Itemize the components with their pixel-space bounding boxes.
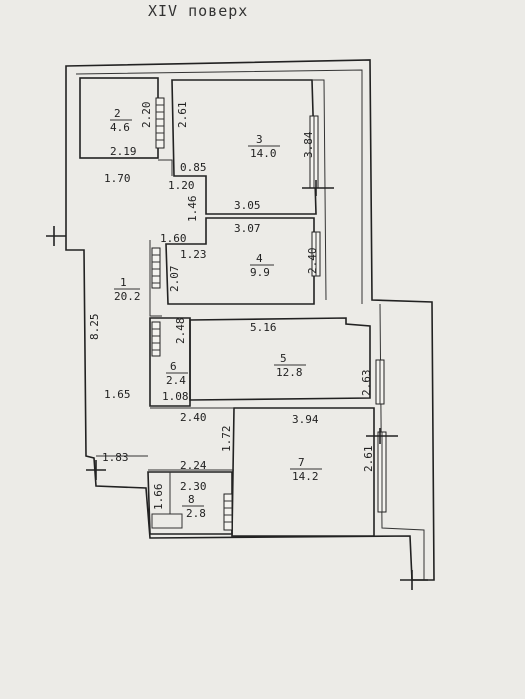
vent-duct-room-8 [223, 493, 233, 531]
axis-marker-room-3 [302, 180, 334, 196]
room-8-area: 2.8 [186, 507, 206, 520]
vent-duct-room-6 [151, 321, 161, 357]
dim-108: 1.08 [162, 390, 189, 403]
dim-170: 1.70 [104, 172, 131, 185]
outer-wall [65, 59, 435, 581]
room-3-area: 14.0 [250, 147, 277, 160]
room-3-number: 3 [256, 133, 263, 146]
dim-160: 1.60 [160, 232, 187, 245]
dim-room-3-left: 2.61 [176, 102, 189, 129]
dim-165: 1.65 [104, 388, 131, 401]
dim-room-2-width: 2.19 [110, 145, 137, 158]
window-room-7 [377, 431, 387, 513]
room-3-outline [171, 79, 317, 215]
dim-146: 1.46 [186, 196, 199, 223]
room-5-number: 5 [280, 352, 287, 365]
dim-394: 3.94 [292, 413, 319, 426]
dim-230: 2.30 [180, 480, 207, 493]
room-4-outline [165, 217, 315, 305]
room-8-outline [147, 471, 233, 535]
dim-room-3-right: 3.84 [302, 131, 315, 158]
dim-120: 1.20 [168, 179, 195, 192]
axis-marker-left [46, 226, 66, 246]
room-4-area: 9.9 [250, 266, 270, 279]
window-room-5 [375, 359, 385, 405]
floor-title: XIV поверх [148, 2, 249, 20]
axis-marker-room-7 [366, 428, 398, 444]
room-8-number: 8 [188, 493, 195, 506]
dim-305: 3.05 [234, 199, 261, 212]
dim-240: 2.40 [180, 411, 207, 424]
dim-room-2-height: 2.20 [140, 102, 153, 129]
room-5-area: 12.8 [276, 366, 303, 379]
room-1-number: 1 [120, 276, 127, 289]
dim-307: 3.07 [234, 222, 261, 235]
room-6-area: 2.4 [166, 374, 186, 387]
axis-marker-bottom-left [86, 460, 106, 480]
dim-166: 1.66 [152, 484, 165, 511]
room-4-number: 4 [256, 252, 263, 265]
room-7-area: 14.2 [292, 470, 319, 483]
dim-183: 1.83 [102, 451, 129, 464]
inner-wall [75, 69, 363, 304]
dim-085: 0.85 [180, 161, 207, 174]
axis-marker-bottom-right [400, 570, 428, 590]
dim-172: 1.72 [220, 426, 233, 453]
dim-207: 2.07 [168, 266, 181, 293]
room-6-number: 6 [170, 360, 177, 373]
vent-duct-room-4 [151, 247, 161, 289]
room-2-area: 4.6 [110, 121, 130, 134]
dim-240-room-4: 2.40 [306, 248, 319, 275]
window-room-4 [311, 231, 321, 277]
room-1-area: 20.2 [114, 290, 141, 303]
room-2-number: 2 [114, 107, 121, 120]
dim-123: 1.23 [180, 248, 207, 261]
dim-825: 8.25 [88, 314, 101, 341]
dim-224: 2.24 [180, 459, 207, 472]
dim-248: 2.48 [174, 318, 187, 345]
dim-261: 2.61 [362, 446, 375, 473]
dim-516: 5.16 [250, 321, 277, 334]
room-7-number: 7 [298, 456, 305, 469]
vent-duct-room-2 [155, 97, 165, 149]
room-6-outline [149, 317, 191, 407]
dim-263: 2.63 [360, 370, 373, 397]
